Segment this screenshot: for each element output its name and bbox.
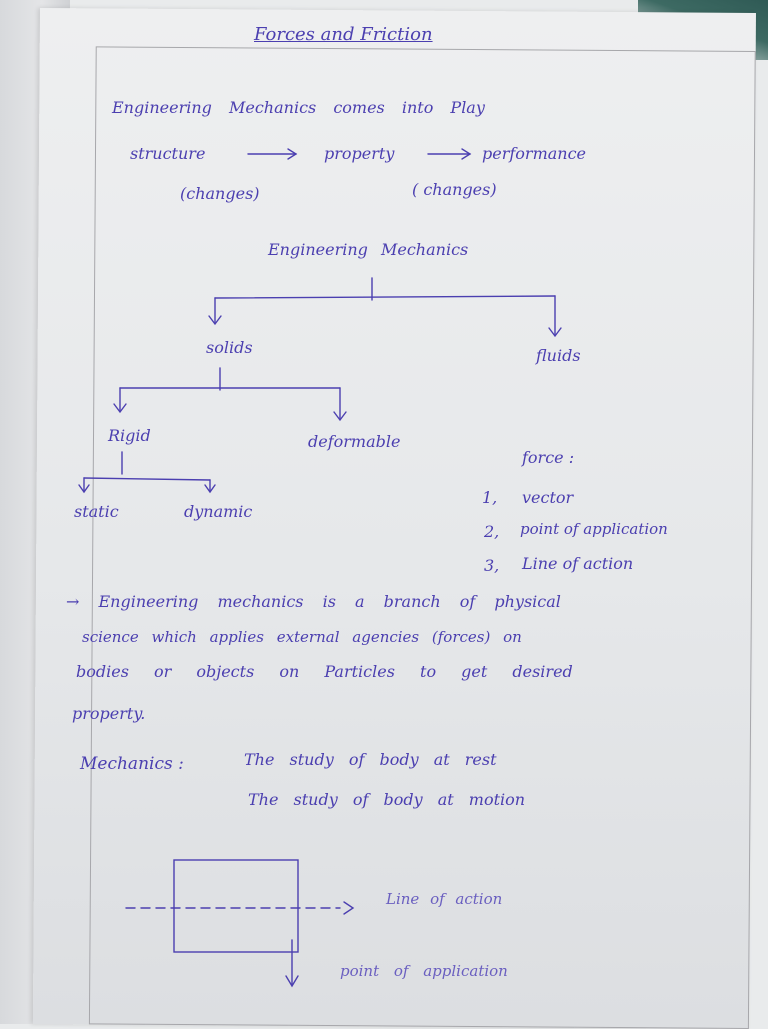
tree-deformable: deformable xyxy=(308,432,401,451)
definition-line-3: bodies or objects on Particles to get de… xyxy=(76,662,573,681)
tree-solids-branch xyxy=(113,367,347,422)
tree-dynamic: dynamic xyxy=(184,502,253,521)
mechanics-label: Mechanics : xyxy=(80,754,184,774)
tree-rigid-branch xyxy=(78,451,216,494)
page-title: Forces and Friction xyxy=(254,24,433,45)
force-heading: force : xyxy=(522,448,575,467)
tree-root: Engineering Mechanics xyxy=(268,240,469,259)
tree-rigid: Rigid xyxy=(108,426,151,445)
tree-solids: solids xyxy=(206,338,253,357)
diagram-point-of-application: point of application xyxy=(340,962,508,980)
intro-line: Engineering Mechanics comes into Play xyxy=(112,98,485,117)
body-block xyxy=(173,859,299,953)
force-item-3-num: 3, xyxy=(484,556,500,575)
arrow-structure-to-property xyxy=(247,148,298,160)
point-of-application-arrow xyxy=(285,939,299,988)
flow-changes-left: (changes) xyxy=(180,184,260,203)
force-item-1-text: vector xyxy=(522,488,574,507)
force-item-2-num: 2, xyxy=(484,522,500,541)
tree-fluids: fluids xyxy=(536,346,581,365)
definition-line-2: science which applies external agencies … xyxy=(82,628,522,646)
tree-static: static xyxy=(74,502,119,521)
force-item-1-num: 1, xyxy=(482,488,498,507)
tree-root-branch xyxy=(208,277,562,338)
flow-changes-right: ( changes) xyxy=(412,180,497,199)
line-of-action-dashed xyxy=(125,901,355,915)
definition-line-4: property. xyxy=(72,704,146,723)
flow-performance: performance xyxy=(482,144,587,163)
diagram-line-of-action: Line of action xyxy=(386,890,503,908)
arrow-property-to-performance xyxy=(427,148,472,160)
force-item-3-text: Line of action xyxy=(522,554,634,573)
flow-property: property xyxy=(324,144,395,163)
definition-line-1: → Engineering mechanics is a branch of p… xyxy=(66,592,561,611)
mechanics-motion: The study of body at motion xyxy=(248,790,526,809)
flow-structure: structure xyxy=(130,144,206,163)
mechanics-rest: The study of body at rest xyxy=(244,750,497,769)
force-item-2-text: point of application xyxy=(520,520,668,538)
